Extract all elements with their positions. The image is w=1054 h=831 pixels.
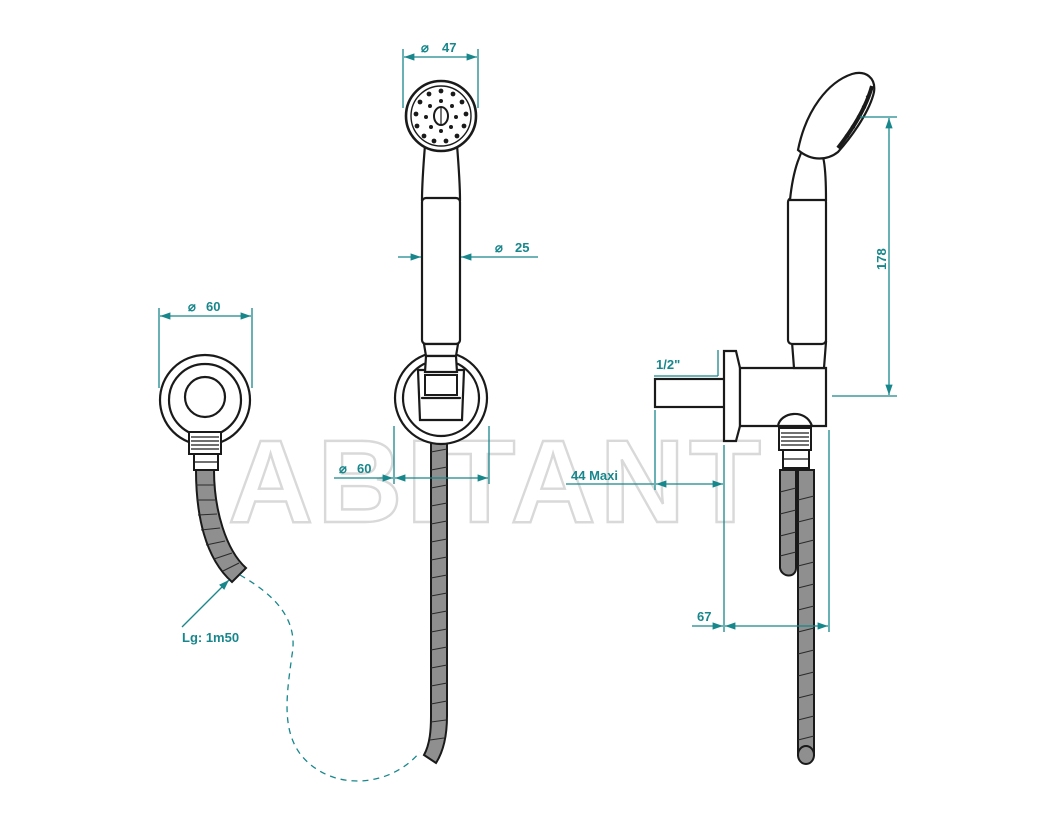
dim-height: 178 (832, 116, 897, 397)
handle-base (423, 354, 459, 374)
handle-neck (420, 143, 462, 202)
handle-collar (422, 342, 460, 358)
side-hose-end (797, 745, 815, 765)
shower-head-rim (410, 85, 472, 147)
side-hose-rings (797, 495, 815, 741)
front-hose (422, 419, 448, 765)
dim-holder-diameter: ⌀ 60 (334, 426, 490, 484)
thread-label: 1/2" (656, 357, 680, 372)
dim-max-depth: 44 Maxi (566, 410, 725, 632)
shower-head-nozzles (413, 88, 469, 144)
dim-projection: 67 (692, 430, 830, 632)
watermark: ABITANT (228, 416, 765, 548)
dim-outlet-diameter: ⌀ 60 (158, 299, 253, 388)
outlet-elbow (183, 375, 227, 419)
hose-length-label: Lg: 1m50 (182, 630, 239, 645)
outlet-hose (194, 469, 248, 584)
diameter-symbol: ⌀ (339, 461, 347, 476)
wall-pipe (653, 377, 733, 409)
wall-outlet-view: ⌀ 60 Lg: 1m50 (158, 299, 421, 782)
dim-head-diameter: ⌀ 47 (402, 40, 479, 108)
head-diameter-label: 47 (442, 40, 456, 55)
max-depth-label: 44 Maxi (571, 468, 618, 483)
outlet-union-nut (188, 431, 222, 455)
wall-flange (722, 349, 742, 443)
side-handle-grip (786, 196, 828, 346)
side-shower-face (836, 85, 874, 150)
side-handle-base (790, 340, 828, 370)
diameter-symbol: ⌀ (421, 40, 429, 55)
projection-label: 67 (697, 609, 711, 624)
outlet-diameter-label: 60 (206, 299, 220, 314)
dim-thread: 1/2" (654, 350, 719, 377)
side-hose (797, 469, 815, 756)
height-label: 178 (874, 248, 889, 270)
holder-clip (424, 374, 458, 396)
handle-grip (420, 196, 462, 346)
front-view: ⌀ 47 ⌀ 25 ⌀ 60 (334, 40, 538, 765)
handle-diameter-label: 25 (515, 240, 529, 255)
hose-length-callout: Lg: 1m50 (181, 574, 421, 782)
dim-handle-diameter: ⌀ 25 (398, 240, 538, 261)
hose-continuation-dashed (239, 574, 421, 782)
outlet-hose-rings (196, 484, 240, 572)
holder-diameter-label: 60 (357, 461, 371, 476)
side-view: 1/2" 44 Maxi 67 178 (566, 71, 897, 765)
side-shower-head (796, 71, 876, 160)
side-union-nut (778, 427, 812, 451)
diameter-symbol: ⌀ (188, 299, 196, 314)
diameter-symbol: ⌀ (495, 240, 503, 255)
elbow-arc (776, 412, 814, 428)
side-hose-loop (779, 469, 797, 577)
